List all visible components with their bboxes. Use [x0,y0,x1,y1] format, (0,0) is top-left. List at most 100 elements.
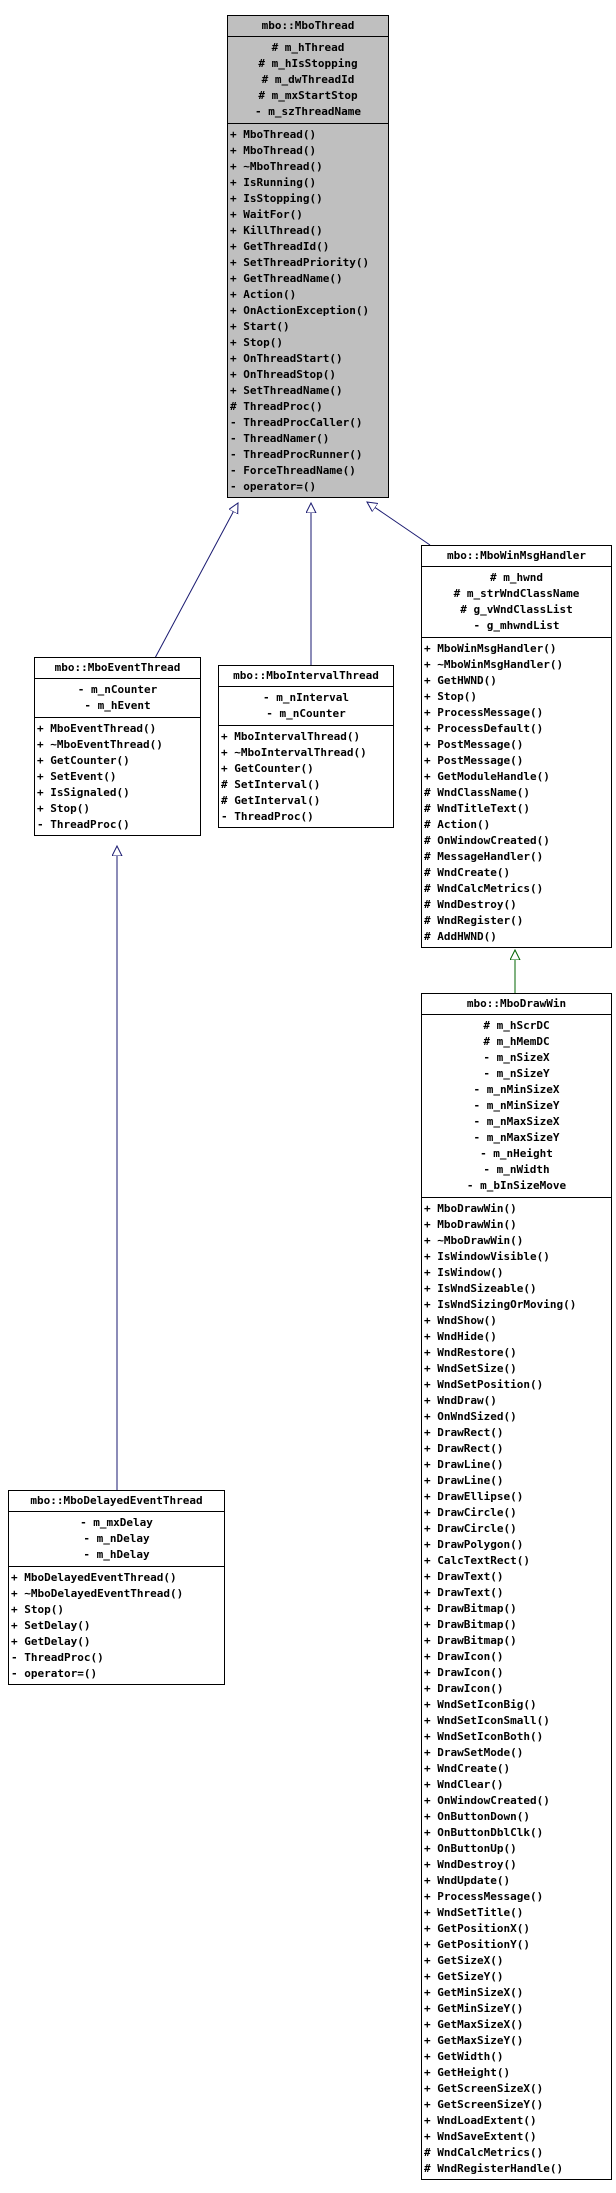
member-row: + DrawRect() [424,1426,504,1439]
member-row: - m_szThreadName [255,105,361,118]
member-row: + ProcessMessage() [424,706,544,719]
member-row: - operator=() [230,480,317,493]
member-row: + GetCounter() [221,762,314,775]
member-row: + WndSetSize() [424,1362,517,1375]
member-row: + DrawCircle() [424,1522,517,1535]
member-row: + DrawLine() [424,1458,504,1471]
class-title: mbo::MboThread [228,16,388,37]
class-box-mbowinmsghandler[interactable]: mbo::MboWinMsgHandler # m_hwnd# m_strWnd… [421,545,612,948]
member-row: + IsWindowVisible() [424,1250,550,1263]
member-row: + DrawBitmap() [424,1602,517,1615]
member-row: + CalcTextRect() [424,1554,530,1567]
member-row: + MboDrawWin() [424,1218,517,1231]
member-row: - ThreadProcCaller() [230,416,363,429]
member-row: # m_hwnd [490,571,543,584]
member-row: - operator=() [11,1667,98,1680]
member-row: + OnButtonUp() [424,1842,517,1855]
member-row: + SetThreadPriority() [230,256,370,269]
member-row: + OnActionException() [230,304,370,317]
member-row: + IsStopping() [230,192,323,205]
member-row: + OnButtonDown() [424,1810,530,1823]
member-row: + KillThread() [230,224,323,237]
member-row: + GetMaxSizeY() [424,2034,524,2047]
member-row: + Stop() [11,1603,64,1616]
member-row: + DrawPolygon() [424,1538,524,1551]
member-row: + WndSetPosition() [424,1378,544,1391]
member-row: + PostMessage() [424,754,524,767]
member-row: # AddHWND() [424,930,497,943]
member-row: - m_nCounter [266,707,346,720]
member-row: + OnButtonDblClk() [424,1826,544,1839]
member-row: + GetPositionX() [424,1922,530,1935]
member-row: + WndSetIconBoth() [424,1730,544,1743]
member-row: - ThreadProc() [221,810,314,823]
member-row: + GetWidth() [424,2050,504,2063]
member-row: # ThreadProc() [230,400,323,413]
member-row: + ~MboEventThread() [37,738,163,751]
method-list: + MboThread()+ MboThread()+ ~MboThread()… [228,124,388,497]
member-row: + GetCounter() [37,754,130,767]
member-row: + Action() [230,288,297,301]
member-row: + OnThreadStart() [230,352,343,365]
class-box-mbodelayedeventthread[interactable]: mbo::MboDelayedEventThread - m_mxDelay- … [8,1490,225,1685]
class-box-mboeventthread[interactable]: mbo::MboEventThread - m_nCounter- m_hEve… [34,657,201,836]
member-row: + IsWndSizeable() [424,1282,537,1295]
class-title: mbo::MboEventThread [35,658,200,679]
member-row: + IsWndSizingOrMoving() [424,1298,577,1311]
member-row: + MboDelayedEventThread() [11,1571,177,1584]
member-row: - m_hEvent [84,699,151,712]
member-row: + DrawLine() [424,1474,504,1487]
attribute-list: # m_hScrDC# m_hMemDC- m_nSizeX- m_nSizeY… [422,1015,611,1198]
attribute-list: - m_nInterval - m_nCounter [219,687,393,726]
member-row: + DrawSetMode() [424,1746,524,1759]
member-row: + Start() [230,320,290,333]
member-row: + WndSaveExtent() [424,2130,537,2143]
member-row: # WndDestroy() [424,898,517,911]
member-row: + WndHide() [424,1330,497,1343]
member-row: + Stop() [37,802,90,815]
member-row: + MboEventThread() [37,722,157,735]
attribute-list: # m_hwnd# m_strWndClassName# g_vWndClass… [422,567,611,638]
member-row: + DrawText() [424,1586,504,1599]
member-row: # WndCreate() [424,866,511,879]
member-row: + IsRunning() [230,176,317,189]
member-row: - m_nInterval [262,691,350,704]
member-row: + GetMinSizeX() [424,1986,524,1999]
class-box-mbothread[interactable]: mbo::MboThread # m_hThread# m_hIsStoppin… [227,15,389,498]
member-row: - m_bInSizeMove [466,1179,567,1192]
member-row: # WndRegister() [424,914,524,927]
member-row: + OnThreadStop() [230,368,336,381]
member-row: + DrawEllipse() [424,1490,524,1503]
member-row: + ~MboDelayedEventThread() [11,1587,184,1600]
attribute-list: # m_hThread# m_hIsStopping# m_dwThreadId… [228,37,388,124]
member-row: + GetThreadName() [230,272,343,285]
member-row: + WndSetTitle() [424,1906,524,1919]
member-row: - m_nCounter [77,683,158,696]
member-row: - m_nDelay [83,1532,150,1545]
member-row: + WndUpdate() [424,1874,511,1887]
member-row: + ~MboIntervalThread() [221,746,367,759]
method-list: + MboDelayedEventThread() + ~MboDelayedEv… [9,1567,224,1684]
member-row: # WndRegisterHandle() [424,2162,564,2175]
member-row: # MessageHandler() [424,850,544,863]
member-row: # m_hThread [271,41,345,54]
class-box-mbodrawwin[interactable]: mbo::MboDrawWin # m_hScrDC# m_hMemDC- m_… [421,993,612,2180]
member-row: + GetMinSizeY() [424,2002,524,2015]
member-row: - m_hDelay [83,1548,150,1561]
member-row: + DrawCircle() [424,1506,517,1519]
class-title: mbo::MboWinMsgHandler [422,546,611,567]
member-row: + DrawBitmap() [424,1634,517,1647]
member-row: + GetDelay() [11,1635,91,1648]
member-row: + PostMessage() [424,738,524,751]
member-row: + WndShow() [424,1314,497,1327]
member-row: + WndSetIconBig() [424,1698,537,1711]
member-row: - m_nMaxSizeX [473,1115,560,1128]
member-row: + GetScreenSizeX() [424,2082,544,2095]
member-row: - m_nMinSizeX [473,1083,560,1096]
member-row: + DrawText() [424,1570,504,1583]
attribute-list: - m_mxDelay- m_nDelay- m_hDelay [9,1512,224,1567]
member-row: + DrawIcon() [424,1666,504,1679]
member-row: + WndSetIconSmall() [424,1714,550,1727]
class-box-mbointervalthread[interactable]: mbo::MboIntervalThread - m_nInterval- m_… [218,665,394,828]
